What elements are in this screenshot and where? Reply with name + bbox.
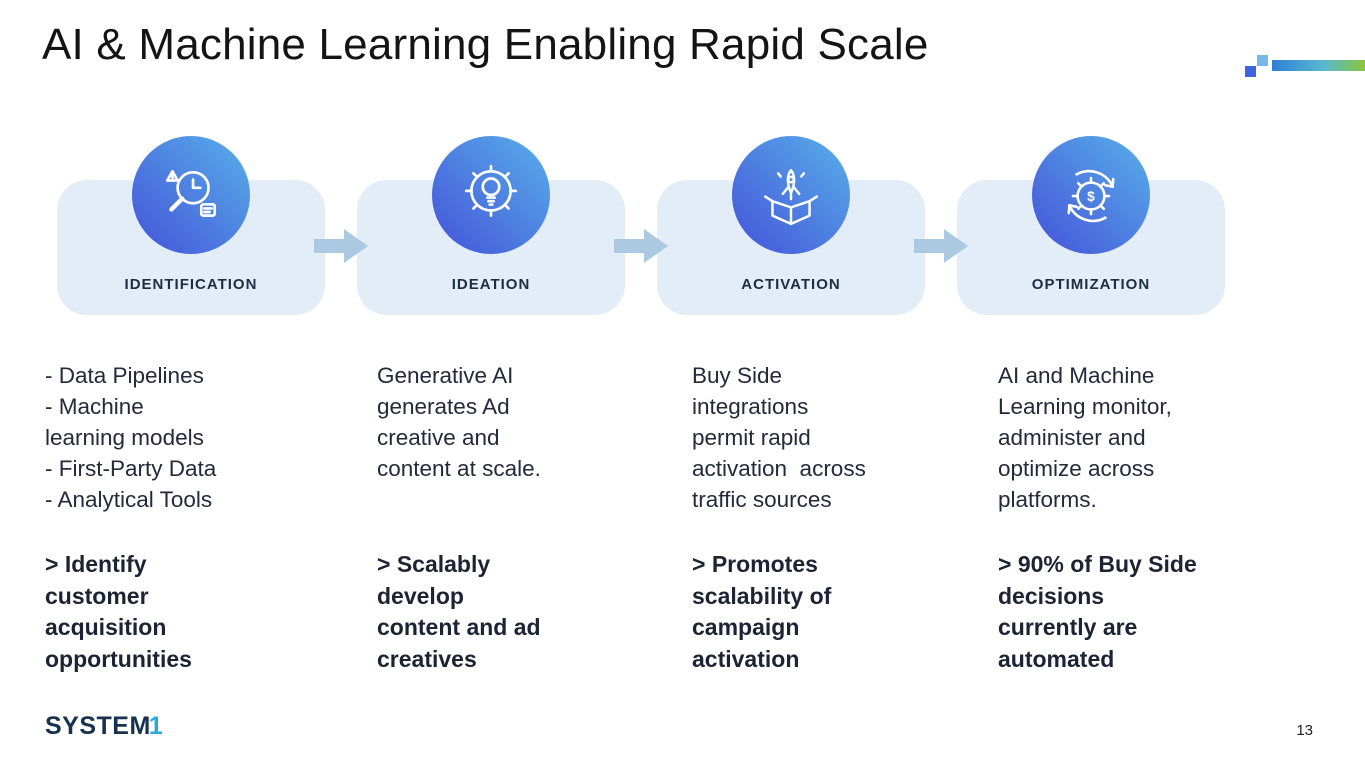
ideation-text-column: Generative AI generates Ad creative and … (377, 360, 697, 675)
magnifier-clock-analysis-icon (132, 136, 250, 254)
rocket-launch-box-icon (732, 136, 850, 254)
gear-dollar-refresh-icon: $ (1032, 136, 1150, 254)
brand-decoration (1245, 55, 1365, 79)
stage-ideation: IDEATION (357, 136, 625, 316)
optimization-text-column: AI and Machine Learning monitor, adminis… (998, 360, 1318, 675)
stage-highlight: > 90% of Buy Side decisions currently ar… (998, 551, 1197, 672)
stage-description: Buy Side integrations permit rapid activ… (692, 363, 866, 512)
stage-label: IDEATION (451, 276, 531, 293)
identification-text-column: - Data Pipelines - Machine learning mode… (45, 360, 365, 675)
stage-label: OPTIMIZATION (1031, 276, 1151, 293)
stage-highlight: > Identify customer acquisition opportun… (45, 551, 192, 672)
flow-arrow-icon (314, 229, 368, 263)
system1-logo: SYSTEM1 (45, 712, 163, 741)
page-number: 13 (1296, 722, 1313, 739)
stage-optimization: OPTIMIZATION (957, 136, 1225, 316)
deco-square-light (1257, 55, 1268, 66)
flow-arrow-icon (914, 229, 968, 263)
svg-text:$: $ (1087, 188, 1095, 204)
stage-label: IDENTIFICATION (124, 276, 258, 293)
activation-text-column: Buy Side integrations permit rapid activ… (692, 360, 1012, 675)
stage-description: AI and Machine Learning monitor, adminis… (998, 363, 1172, 512)
stage-highlight: > Promotes scalability of campaign activ… (692, 551, 832, 672)
process-flow: IDENTIFICATION (57, 136, 1225, 316)
logo-text-main: SYSTEM (45, 712, 151, 740)
stage-identification: IDENTIFICATION (57, 136, 325, 316)
gear-lightbulb-icon (432, 136, 550, 254)
deco-square-dark (1245, 66, 1256, 77)
logo-text-accent: 1 (148, 712, 164, 740)
stage-description: - Data Pipelines - Machine learning mode… (45, 363, 217, 512)
flow-arrow-icon (614, 229, 668, 263)
slide-title: AI & Machine Learning Enabling Rapid Sca… (42, 20, 929, 69)
stage-activation: ACTIVATION (657, 136, 925, 316)
stage-highlight: > Scalably develop content and ad creati… (377, 551, 541, 672)
stage-label: ACTIVATION (741, 276, 841, 293)
stage-description: Generative AI generates Ad creative and … (377, 363, 541, 481)
deco-gradient-bar (1272, 60, 1365, 71)
